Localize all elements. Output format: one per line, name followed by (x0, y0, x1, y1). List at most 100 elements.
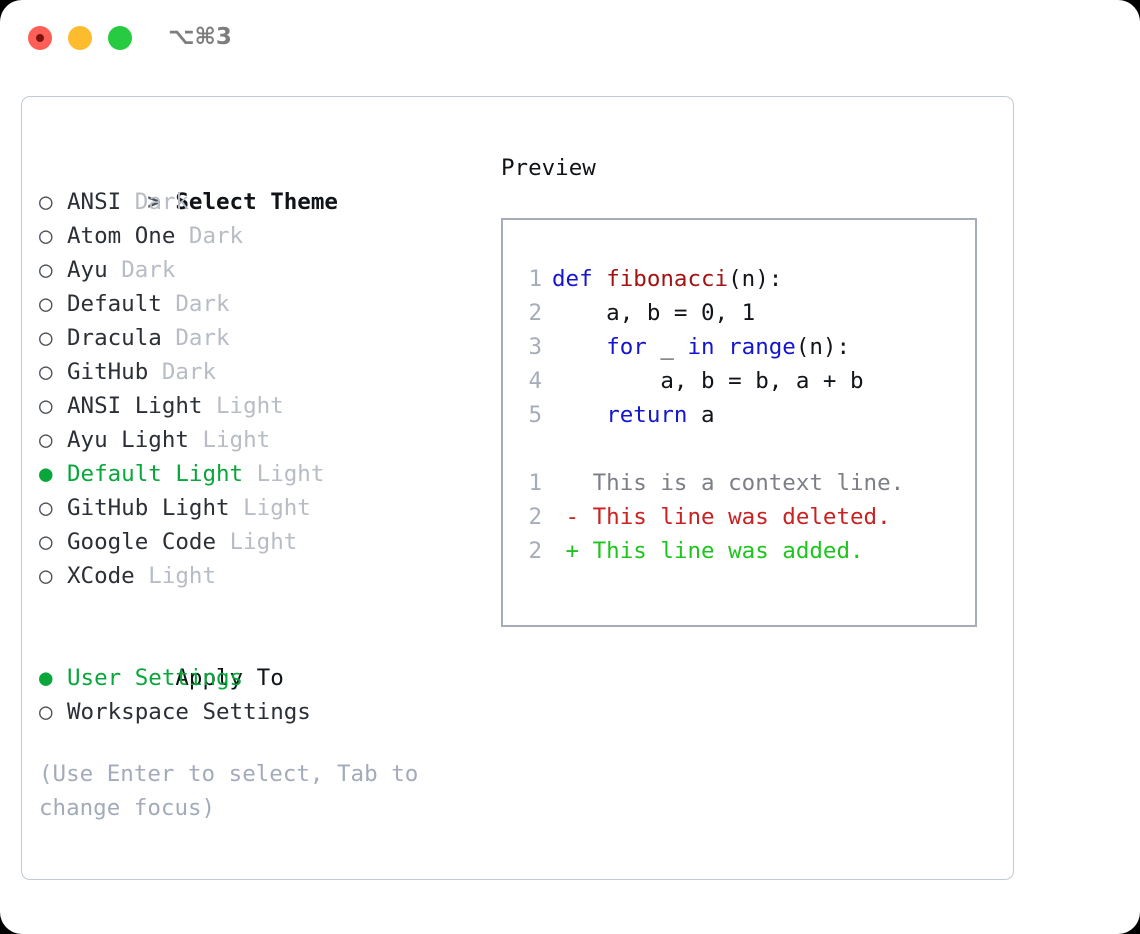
theme-option-10[interactable]: ○ Google Code Light (39, 525, 479, 559)
code-token: in (687, 334, 715, 360)
code-token: (n): (728, 266, 783, 292)
list-spacer (39, 593, 479, 627)
theme-option-mode: Dark (121, 257, 176, 283)
diff-lines: 1 This is a context line.2 - This line w… (516, 466, 969, 568)
code-token: _ (646, 334, 688, 360)
radio-unselected-icon: ○ (39, 529, 53, 555)
theme-option-mode: Light (202, 427, 271, 453)
line-number: 4 (528, 368, 542, 394)
code-line-3: 3 for _ in range(n): (516, 330, 969, 364)
window-title: ⌥⌘3 (168, 24, 232, 50)
code-line-2: 2 a, b = 0, 1 (516, 296, 969, 330)
theme-option-mode: Dark (188, 223, 244, 249)
theme-list-header-label: Select Theme (175, 189, 338, 215)
theme-options-list[interactable]: ○ANSI Dark○Atom One Dark○Ayu Dark○Defaul… (39, 185, 479, 593)
theme-option-label: XCode (67, 563, 149, 589)
theme-option-label: GitHub Light (67, 495, 244, 521)
theme-option-6[interactable]: ○ ANSI Light Light (39, 389, 479, 423)
radio-unselected-icon: ○ (39, 563, 53, 589)
theme-option-9[interactable]: ○ GitHub Light Light (39, 491, 479, 525)
help-text: (Use Enter to select, Tab to change focu… (39, 761, 419, 821)
theme-option-3[interactable]: ○ Default Dark (39, 287, 479, 321)
theme-selector-panel: >Select Theme ○ANSI Dark○Atom One Dark○A… (21, 96, 1014, 880)
radio-unselected-icon: ○ (39, 189, 53, 215)
theme-option-mode: Dark (134, 189, 189, 215)
theme-option-mode: Light (243, 495, 311, 521)
theme-option-label: Google Code (67, 529, 230, 555)
theme-option-mode: Dark (175, 325, 230, 351)
theme-option-7[interactable]: ○Ayu Light Light (39, 423, 479, 457)
radio-unselected-icon: ○ (39, 257, 53, 283)
line-number: 2 (528, 538, 542, 564)
theme-option-mode: Dark (175, 291, 230, 317)
code-token (552, 402, 606, 428)
line-number: 1 (528, 266, 542, 292)
diff-line-text: + This line was added. (552, 538, 864, 564)
code-token: a, b = 0, 1 (552, 300, 756, 326)
maximize-button[interactable] (108, 26, 132, 50)
apply-to-option-0[interactable]: ●User Settings (39, 661, 479, 695)
apply-to-option-1[interactable]: ○Workspace Settings (39, 695, 479, 729)
diff-line-text: - This line was deleted. (552, 504, 891, 530)
theme-option-0[interactable]: ○ANSI Dark (39, 185, 479, 219)
theme-option-2[interactable]: ○Ayu Dark (39, 253, 479, 287)
theme-option-mode: Light (216, 393, 284, 419)
theme-option-8[interactable]: ● Default Light Light (39, 457, 479, 491)
theme-option-5[interactable]: ○GitHub Dark (39, 355, 479, 389)
code-line-4: 4 a, b = b, a + b (516, 364, 969, 398)
code-token: return (606, 402, 688, 428)
line-number: 5 (528, 402, 542, 428)
apply-to-section-title: Apply To (175, 665, 284, 691)
minimize-button[interactable] (68, 26, 92, 50)
diff-line-text: This is a context line. (552, 470, 905, 496)
theme-option-label: Default (67, 291, 176, 317)
radio-selected-icon: ● (39, 461, 53, 487)
diff-line-1: 1 This is a context line. (516, 466, 969, 500)
diff-line-3: 2 + This line was added. (516, 534, 969, 568)
line-number: 1 (528, 470, 542, 496)
title-bar: ⌥⌘3 (0, 0, 1140, 78)
apply-to-options-list[interactable]: ●User Settings○Workspace Settings (39, 661, 479, 729)
theme-option-mode: Light (148, 563, 217, 589)
preview-heading: Preview (501, 155, 596, 181)
theme-option-11[interactable]: ○ XCode Light (39, 559, 479, 593)
theme-option-4[interactable]: ○Dracula Dark (39, 321, 479, 355)
theme-option-mode: Dark (161, 359, 217, 385)
theme-option-label: Atom One (67, 223, 189, 249)
theme-option-1[interactable]: ○ Atom One Dark (39, 219, 479, 253)
code-token: fibonacci (606, 266, 729, 292)
radio-unselected-icon: ○ (39, 427, 53, 453)
theme-list-column: >Select Theme ○ANSI Dark○Atom One Dark○A… (39, 151, 479, 729)
close-button[interactable] (28, 26, 52, 50)
radio-unselected-icon: ○ (39, 495, 53, 521)
code-line-1: 1 def fibonacci(n): (516, 262, 969, 296)
radio-unselected-icon: ○ (39, 291, 53, 317)
code-token (552, 334, 606, 360)
line-number: 3 (528, 334, 542, 360)
line-number: 2 (528, 300, 542, 326)
radio-unselected-icon: ○ (39, 325, 53, 351)
caret-icon: > (147, 189, 161, 215)
code-token: (n): (795, 334, 851, 360)
theme-option-label: ANSI Light (67, 393, 217, 419)
code-diff-spacer (516, 432, 969, 466)
theme-option-mode: Light (229, 529, 298, 555)
code-token (715, 334, 729, 360)
radio-unselected-icon: ○ (39, 699, 53, 725)
radio-unselected-icon: ○ (39, 223, 53, 249)
theme-option-label: Default Light (67, 461, 257, 487)
radio-unselected-icon: ○ (39, 393, 53, 419)
code-token: a (687, 402, 715, 428)
diff-line-2: 2 - This line was deleted. (516, 500, 969, 534)
line-number: 2 (528, 504, 542, 530)
code-token: def (552, 266, 607, 292)
theme-list-header: > Select Theme (39, 151, 479, 215)
theme-option-mode: Light (256, 461, 325, 487)
code-token: a, b = b, a + b (552, 368, 864, 394)
radio-unselected-icon: ○ (39, 359, 53, 385)
